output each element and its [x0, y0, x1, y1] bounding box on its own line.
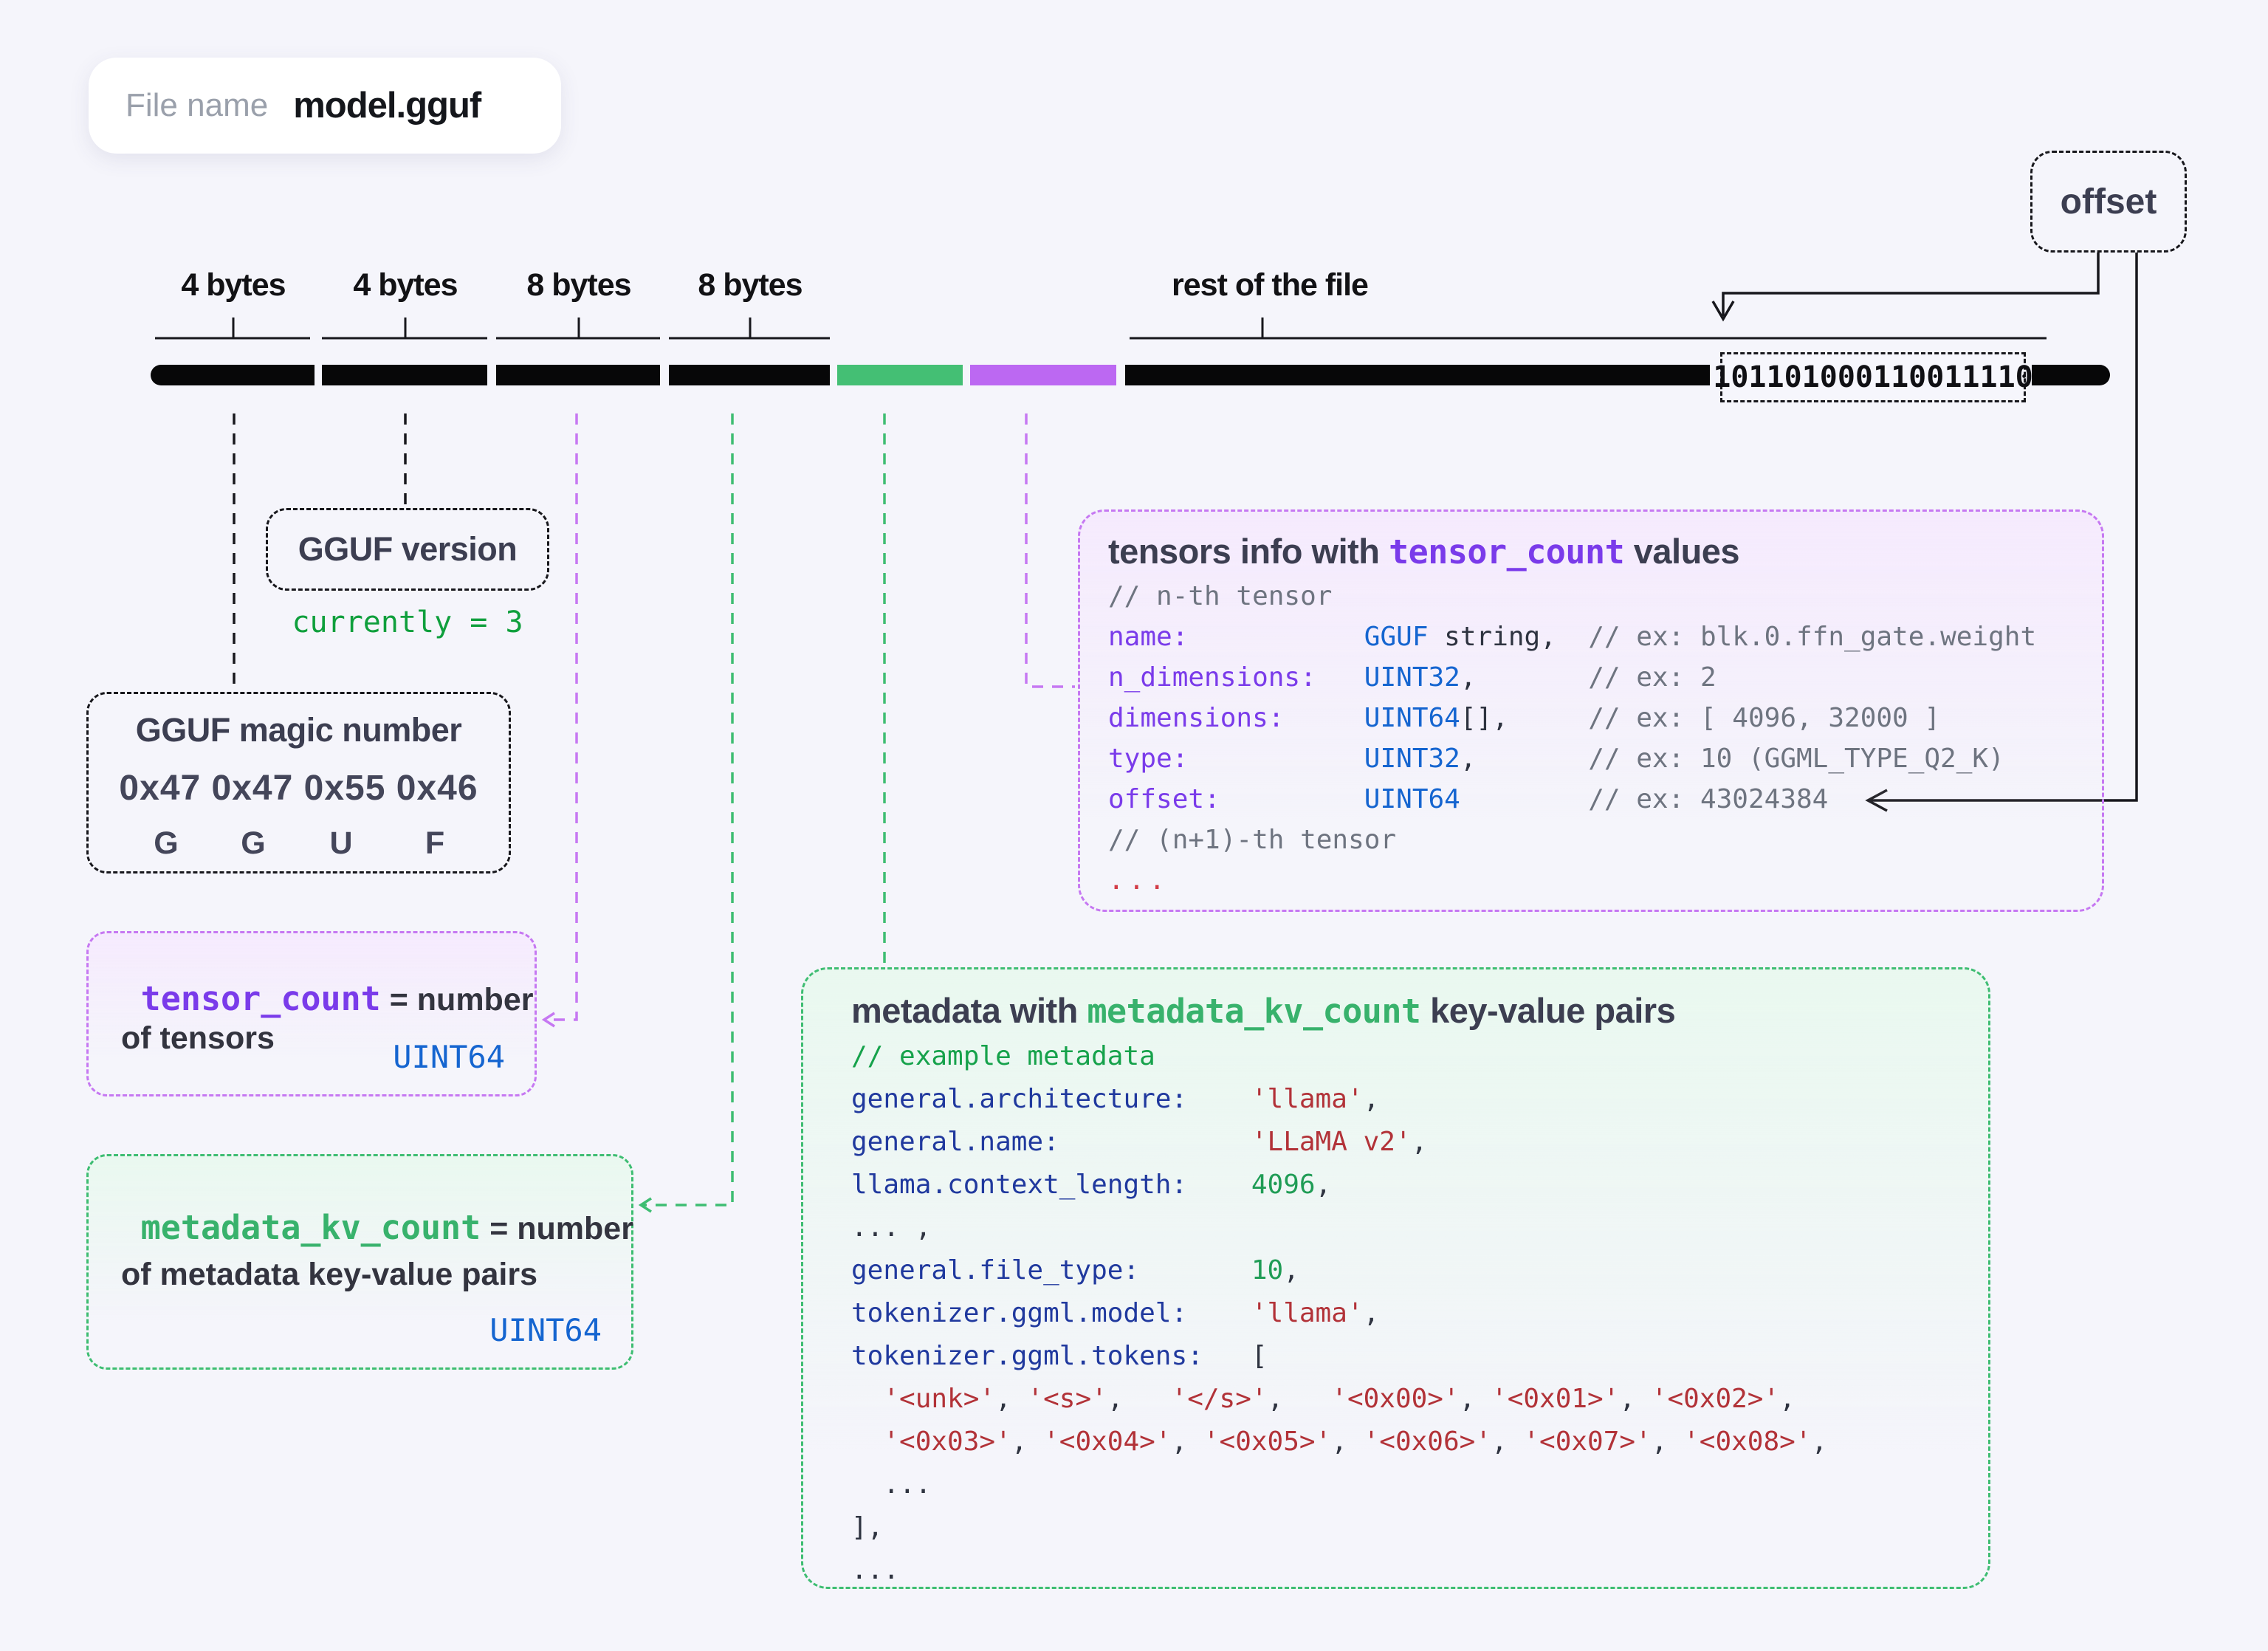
- code-line: name: GGUF string, // ex: blk.0.ffn_gate…: [1108, 622, 2037, 652]
- metadata-kv-count-definition: metadata_kv_count = number: [121, 1195, 633, 1260]
- bar-segment-metadata-kv-count: [669, 365, 830, 385]
- offset-arrow-to-bar: [1711, 253, 2100, 322]
- purple-dashed-connectors: [544, 413, 1075, 1021]
- metadata-title: metadata with metadata_kv_count key-valu…: [851, 991, 1676, 1031]
- code-line: llama.context_length: 4096,: [851, 1170, 1332, 1200]
- segment-label-rest: rest of the file: [1172, 267, 1369, 303]
- gguf-magic-number-title: GGUF magic number: [135, 711, 462, 749]
- code-line: '<0x03>', '<0x04>', '<0x05>', '<0x06>', …: [883, 1427, 1828, 1457]
- segment-label-tensor-count: 8 bytes: [526, 267, 631, 303]
- code-line: // (n+1)-th tensor: [1108, 825, 1397, 855]
- gguf-version-note: currently = 3: [292, 605, 523, 639]
- offset-callout-box: offset: [2030, 151, 2187, 253]
- code-line: tokenizer.ggml.model: 'llama',: [851, 1298, 1380, 1328]
- magic-letter: U: [329, 826, 353, 861]
- binary-offset-value-box: 101101000110011110: [1713, 352, 2033, 402]
- tensor-count-definition: tensor_count = number: [121, 966, 534, 1032]
- segment-label-metadata-kv-count: 8 bytes: [698, 267, 803, 303]
- code-line: dimensions: UINT64[], // ex: [ 4096, 320…: [1108, 703, 1941, 733]
- file-name-label: File name: [126, 87, 269, 123]
- gguf-version-title: GGUF version: [298, 530, 518, 568]
- code-line: '<unk>', '<s>', '</s>', '<0x00>', '<0x01…: [883, 1384, 1796, 1414]
- gguf-version-box: GGUF version: [266, 508, 549, 591]
- offset-callout-label: offset: [2060, 182, 2157, 222]
- code-line: general.architecture: 'llama',: [851, 1084, 1380, 1114]
- segment-label-version: 4 bytes: [353, 267, 458, 303]
- bar-segment-magic: [151, 365, 315, 385]
- magic-letter: G: [154, 826, 179, 861]
- magic-letter: G: [241, 826, 266, 861]
- file-name-pill: File name model.gguf: [89, 58, 561, 154]
- metadata-box: metadata with metadata_kv_count key-valu…: [801, 967, 1990, 1589]
- magic-letter: F: [425, 826, 445, 861]
- tensor-count-name: tensor_count: [140, 979, 381, 1018]
- tensors-info-box: tensors info with tensor_count values //…: [1078, 509, 2104, 912]
- metadata-kv-count-definition-line2: of metadata key-value pairs: [121, 1257, 538, 1292]
- gguf-magic-number-box: [86, 692, 511, 873]
- bar-segment-metadata: [837, 365, 963, 385]
- code-line: ... ,: [851, 1212, 932, 1243]
- code-line: ...: [851, 1555, 900, 1585]
- tensor-count-eq: = number: [380, 982, 534, 1017]
- bar-segment-tensor-count: [496, 365, 660, 385]
- segment-label-magic: 4 bytes: [181, 267, 286, 303]
- code-line: general.name: 'LLaMA v2',: [851, 1127, 1428, 1157]
- metadata-kv-count-box: metadata_kv_count = number of metadata k…: [86, 1154, 633, 1370]
- bar-segment-version: [322, 365, 487, 385]
- code-line: n_dimensions: UINT32, // ex: 2: [1108, 662, 1717, 693]
- metadata-kv-count-eq: = number: [481, 1211, 633, 1246]
- code-line: general.file_type: 10,: [851, 1255, 1299, 1286]
- metadata-kv-count-type: UINT64: [489, 1312, 602, 1348]
- bar-segment-tensors-info: [970, 365, 1116, 385]
- file-name-value: model.gguf: [293, 86, 481, 126]
- code-line: // n-th tensor: [1108, 581, 1333, 611]
- tensor-count-box: tensor_count = number of tensors UINT64: [86, 931, 537, 1096]
- code-line: ...: [851, 1469, 932, 1500]
- bar-segment-rest: [1125, 365, 1710, 385]
- code-line: tokenizer.ggml.tokens: [: [851, 1341, 1268, 1371]
- code-line: // example metadata: [851, 1041, 1155, 1071]
- tensors-info-title: tensors info with tensor_count values: [1108, 532, 1740, 572]
- byte-brackets: [155, 318, 2047, 340]
- tensor-count-definition-line2: of tensors: [121, 1020, 275, 1056]
- gguf-magic-number-hex: 0x47 0x47 0x55 0x46: [119, 769, 478, 808]
- code-line: ...: [1108, 865, 1170, 896]
- metadata-kv-count-name: metadata_kv_count: [140, 1208, 481, 1247]
- code-line: ],: [851, 1512, 884, 1542]
- bar-segment-tail: [2032, 365, 2110, 385]
- code-line: offset: UINT64 // ex: 43024384: [1108, 784, 1829, 814]
- tensor-count-type: UINT64: [393, 1039, 505, 1075]
- binary-offset-value: 101101000110011110: [1713, 360, 2033, 394]
- code-line: type: UINT32, // ex: 10 (GGML_TYPE_Q2_K): [1108, 744, 2004, 774]
